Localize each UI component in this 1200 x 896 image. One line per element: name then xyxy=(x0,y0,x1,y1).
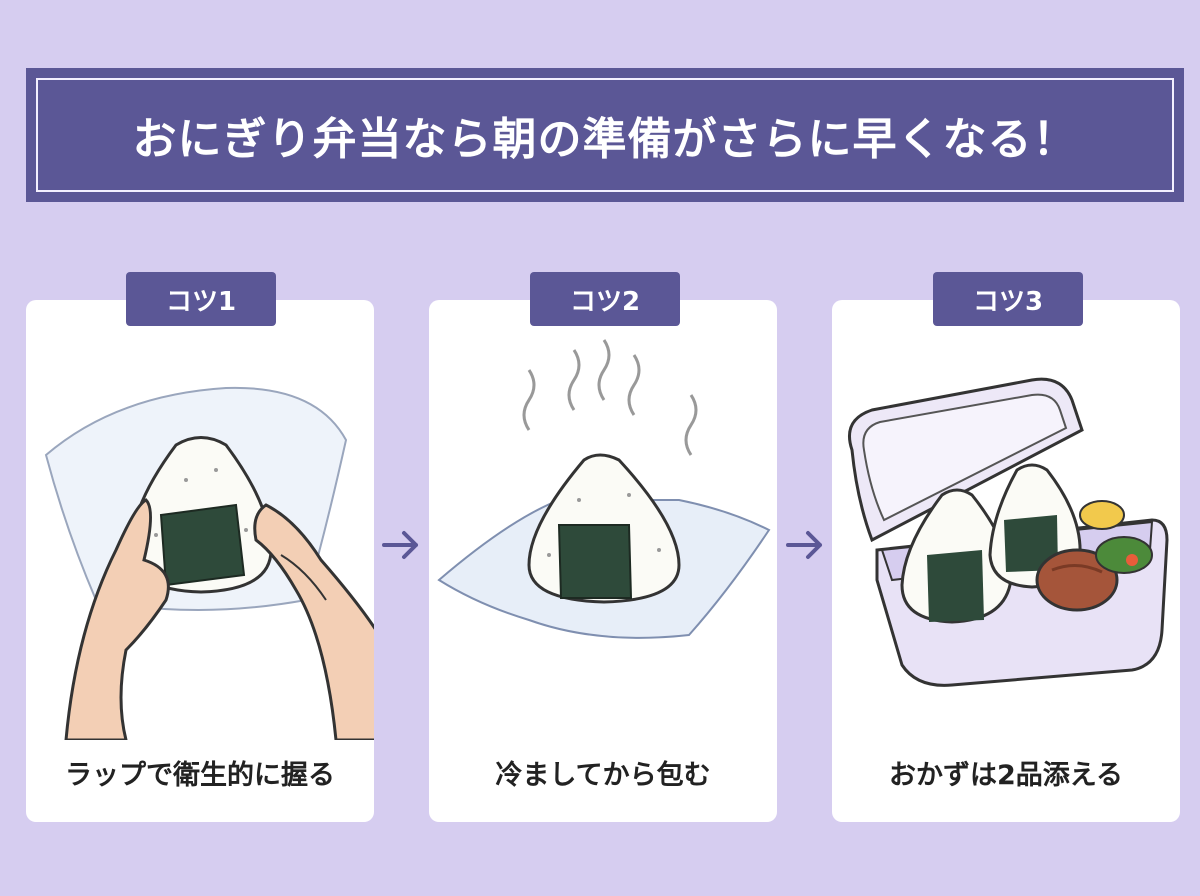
tip-label-3: コツ3 xyxy=(933,272,1083,326)
tip-card-2: 冷ましてから包む xyxy=(429,300,777,822)
tip-label-2: コツ2 xyxy=(530,272,680,326)
tip-card-3: おかずは2品添える xyxy=(832,300,1180,822)
hands-wrapping-onigiri-icon xyxy=(44,386,374,740)
steaming-onigiri-icon xyxy=(437,339,771,639)
bento-box-icon xyxy=(848,377,1169,687)
page-title: おにぎり弁当なら朝の準備がさらに早くなる！ xyxy=(132,114,1078,165)
tip-card-1: ラップで衛生的に握る xyxy=(26,300,374,822)
tip-caption-1: ラップで衛生的に握る xyxy=(65,760,335,791)
tip-label-1: コツ1 xyxy=(126,272,276,326)
right-arrow-icon xyxy=(382,531,418,559)
title-frame: おにぎり弁当なら朝の準備がさらに早くなる！ xyxy=(36,78,1174,192)
tip-caption-3: おかずは2品添える xyxy=(889,760,1123,791)
right-arrow-icon xyxy=(786,531,822,559)
title-banner: おにぎり弁当なら朝の準備がさらに早くなる！ xyxy=(26,68,1184,202)
tip-caption-2: 冷ましてから包む xyxy=(495,760,711,791)
